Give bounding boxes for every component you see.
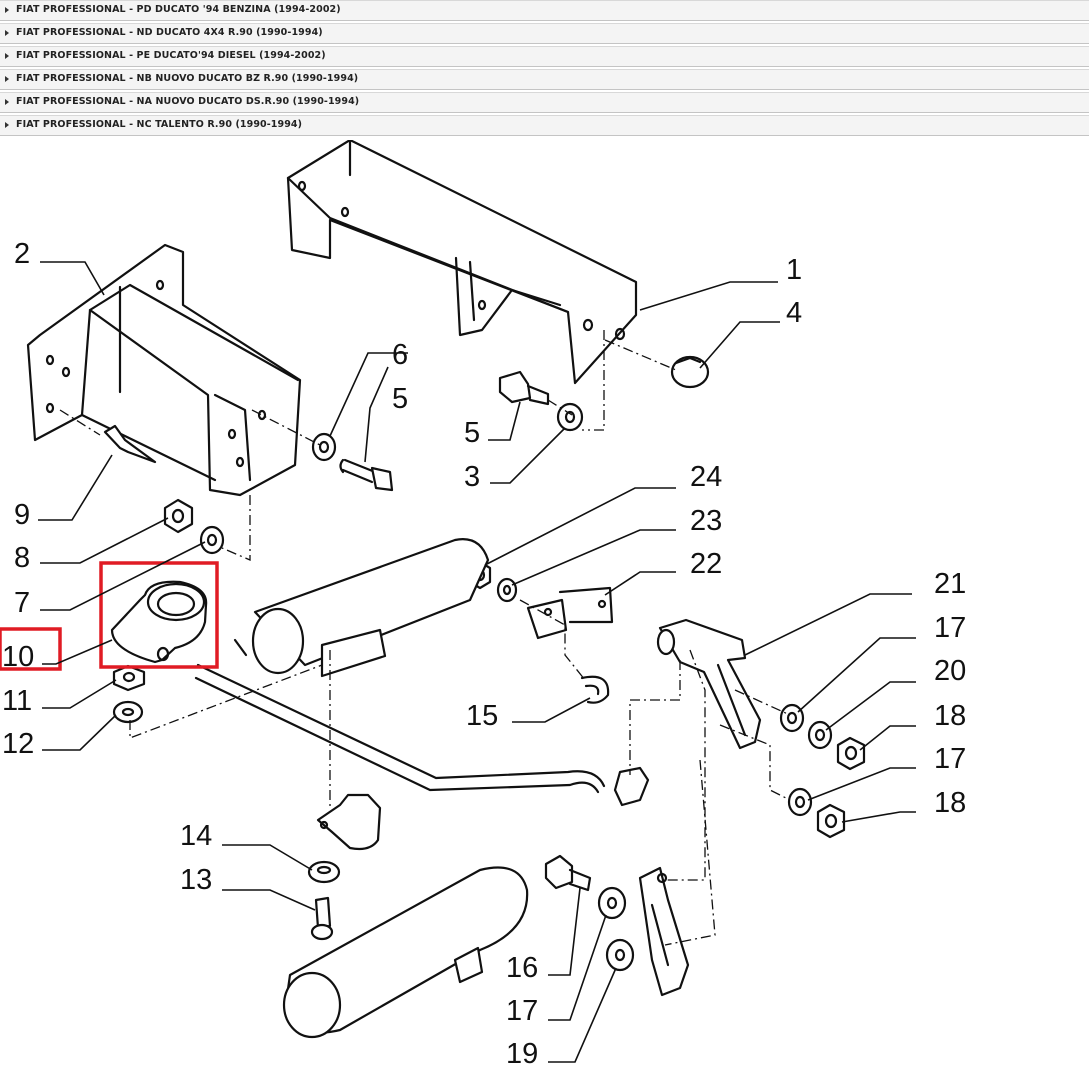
part-1-rear-bracket — [286, 140, 638, 385]
expand-arrow-icon — [5, 30, 9, 36]
model-list: FIAT PROFESSIONAL - PD DUCATO '94 BENZIN… — [0, 0, 1089, 138]
model-row-label: FIAT PROFESSIONAL - NA NUOVO DUCATO DS.R… — [16, 96, 360, 107]
part-22-plate — [526, 586, 614, 640]
callout-7: 7 — [14, 587, 30, 619]
model-row-label: FIAT PROFESSIONAL - NB NUOVO DUCATO BZ R… — [16, 73, 359, 84]
model-row[interactable]: FIAT PROFESSIONAL - PD DUCATO '94 BENZIN… — [0, 0, 1089, 21]
model-row[interactable]: FIAT PROFESSIONAL - NC TALENTO R.90 (199… — [0, 115, 1089, 136]
rubber-mount — [613, 766, 650, 807]
nut-8 — [163, 498, 194, 534]
callout-24: 24 — [690, 461, 722, 493]
part-10-clamp — [110, 580, 208, 664]
washer-6 — [311, 432, 337, 462]
model-row[interactable]: FIAT PROFESSIONAL - ND DUCATO 4X4 R.90 (… — [0, 23, 1089, 44]
callout-5-left: 5 — [392, 383, 408, 415]
callout-11: 11 — [2, 685, 32, 717]
callout-2: 2 — [14, 238, 30, 270]
washer-12 — [112, 700, 144, 724]
lower-hanger-lever — [638, 866, 690, 997]
hanger-rod — [194, 638, 606, 794]
washer-3 — [556, 402, 584, 432]
callout-10: 10 — [2, 641, 34, 673]
nut-18b — [816, 803, 846, 839]
callout-16: 16 — [506, 952, 538, 984]
callout-14: 14 — [180, 820, 212, 852]
bolt-13 — [310, 896, 334, 941]
callout-15: 15 — [466, 700, 498, 732]
expand-arrow-icon — [5, 99, 9, 105]
callout-23: 23 — [690, 505, 722, 537]
model-row-label: FIAT PROFESSIONAL - ND DUCATO 4X4 R.90 (… — [16, 27, 323, 38]
washer-19 — [605, 938, 635, 972]
model-row[interactable]: FIAT PROFESSIONAL - NA NUOVO DUCATO DS.R… — [0, 92, 1089, 113]
expand-arrow-icon — [5, 122, 9, 128]
callout-12: 12 — [2, 728, 34, 760]
nut-11 — [112, 664, 146, 692]
callout-17-bottom: 17 — [506, 995, 538, 1027]
washer-17b — [787, 787, 813, 817]
callout-13: 13 — [180, 864, 212, 896]
washer-17a — [779, 703, 805, 733]
part-2-side-bracket — [26, 243, 302, 497]
exploded-parts-diagram: 2 1 4 6 5 5 3 9 8 7 10 11 12 14 13 24 23… — [0, 140, 966, 1070]
callout-19: 19 — [506, 1038, 538, 1070]
exhaust-pipe — [251, 538, 490, 678]
plug-4 — [670, 355, 710, 389]
callout-17-mid: 17 — [934, 743, 966, 775]
callout-18-bottom: 18 — [934, 787, 966, 819]
callout-22: 22 — [690, 548, 722, 580]
bolt-5-left — [339, 458, 394, 492]
washer-7 — [199, 525, 225, 555]
silencer — [282, 866, 529, 1039]
expand-arrow-icon — [5, 7, 9, 13]
model-row-label: FIAT PROFESSIONAL - PE DUCATO'94 DIESEL … — [16, 50, 326, 61]
highlight-box-label — [0, 627, 62, 671]
callout-9: 9 — [14, 499, 30, 531]
callout-3: 3 — [464, 461, 480, 493]
expand-arrow-icon — [5, 76, 9, 82]
pin-9 — [103, 424, 157, 464]
callout-1: 1 — [786, 254, 802, 286]
expand-arrow-icon — [5, 53, 9, 59]
washer-17c — [597, 886, 627, 920]
model-row[interactable]: FIAT PROFESSIONAL - PE DUCATO'94 DIESEL … — [0, 46, 1089, 67]
callout-18-top: 18 — [934, 700, 966, 732]
part-21-arm-bracket — [656, 618, 762, 750]
part-15-clip — [580, 675, 610, 704]
model-row-label: FIAT PROFESSIONAL - PD DUCATO '94 BENZIN… — [16, 4, 341, 15]
washer-23 — [496, 577, 518, 603]
callout-5-right: 5 — [464, 417, 480, 449]
callout-21: 21 — [934, 568, 966, 600]
bolt-16 — [544, 854, 592, 892]
callout-4: 4 — [786, 297, 802, 329]
nut-18a — [836, 736, 866, 771]
model-row[interactable]: FIAT PROFESSIONAL - NB NUOVO DUCATO BZ R… — [0, 69, 1089, 90]
highlight-box-part — [99, 561, 219, 669]
callout-20: 20 — [934, 655, 966, 687]
washer-20 — [807, 720, 833, 750]
callout-8: 8 — [14, 542, 30, 574]
nut-14 — [307, 860, 341, 884]
clamp-bracket — [316, 793, 382, 851]
callout-17-top: 17 — [934, 612, 966, 644]
bolt-5-right — [498, 370, 550, 406]
callout-6: 6 — [392, 339, 408, 371]
model-row-label: FIAT PROFESSIONAL - NC TALENTO R.90 (199… — [16, 119, 303, 130]
